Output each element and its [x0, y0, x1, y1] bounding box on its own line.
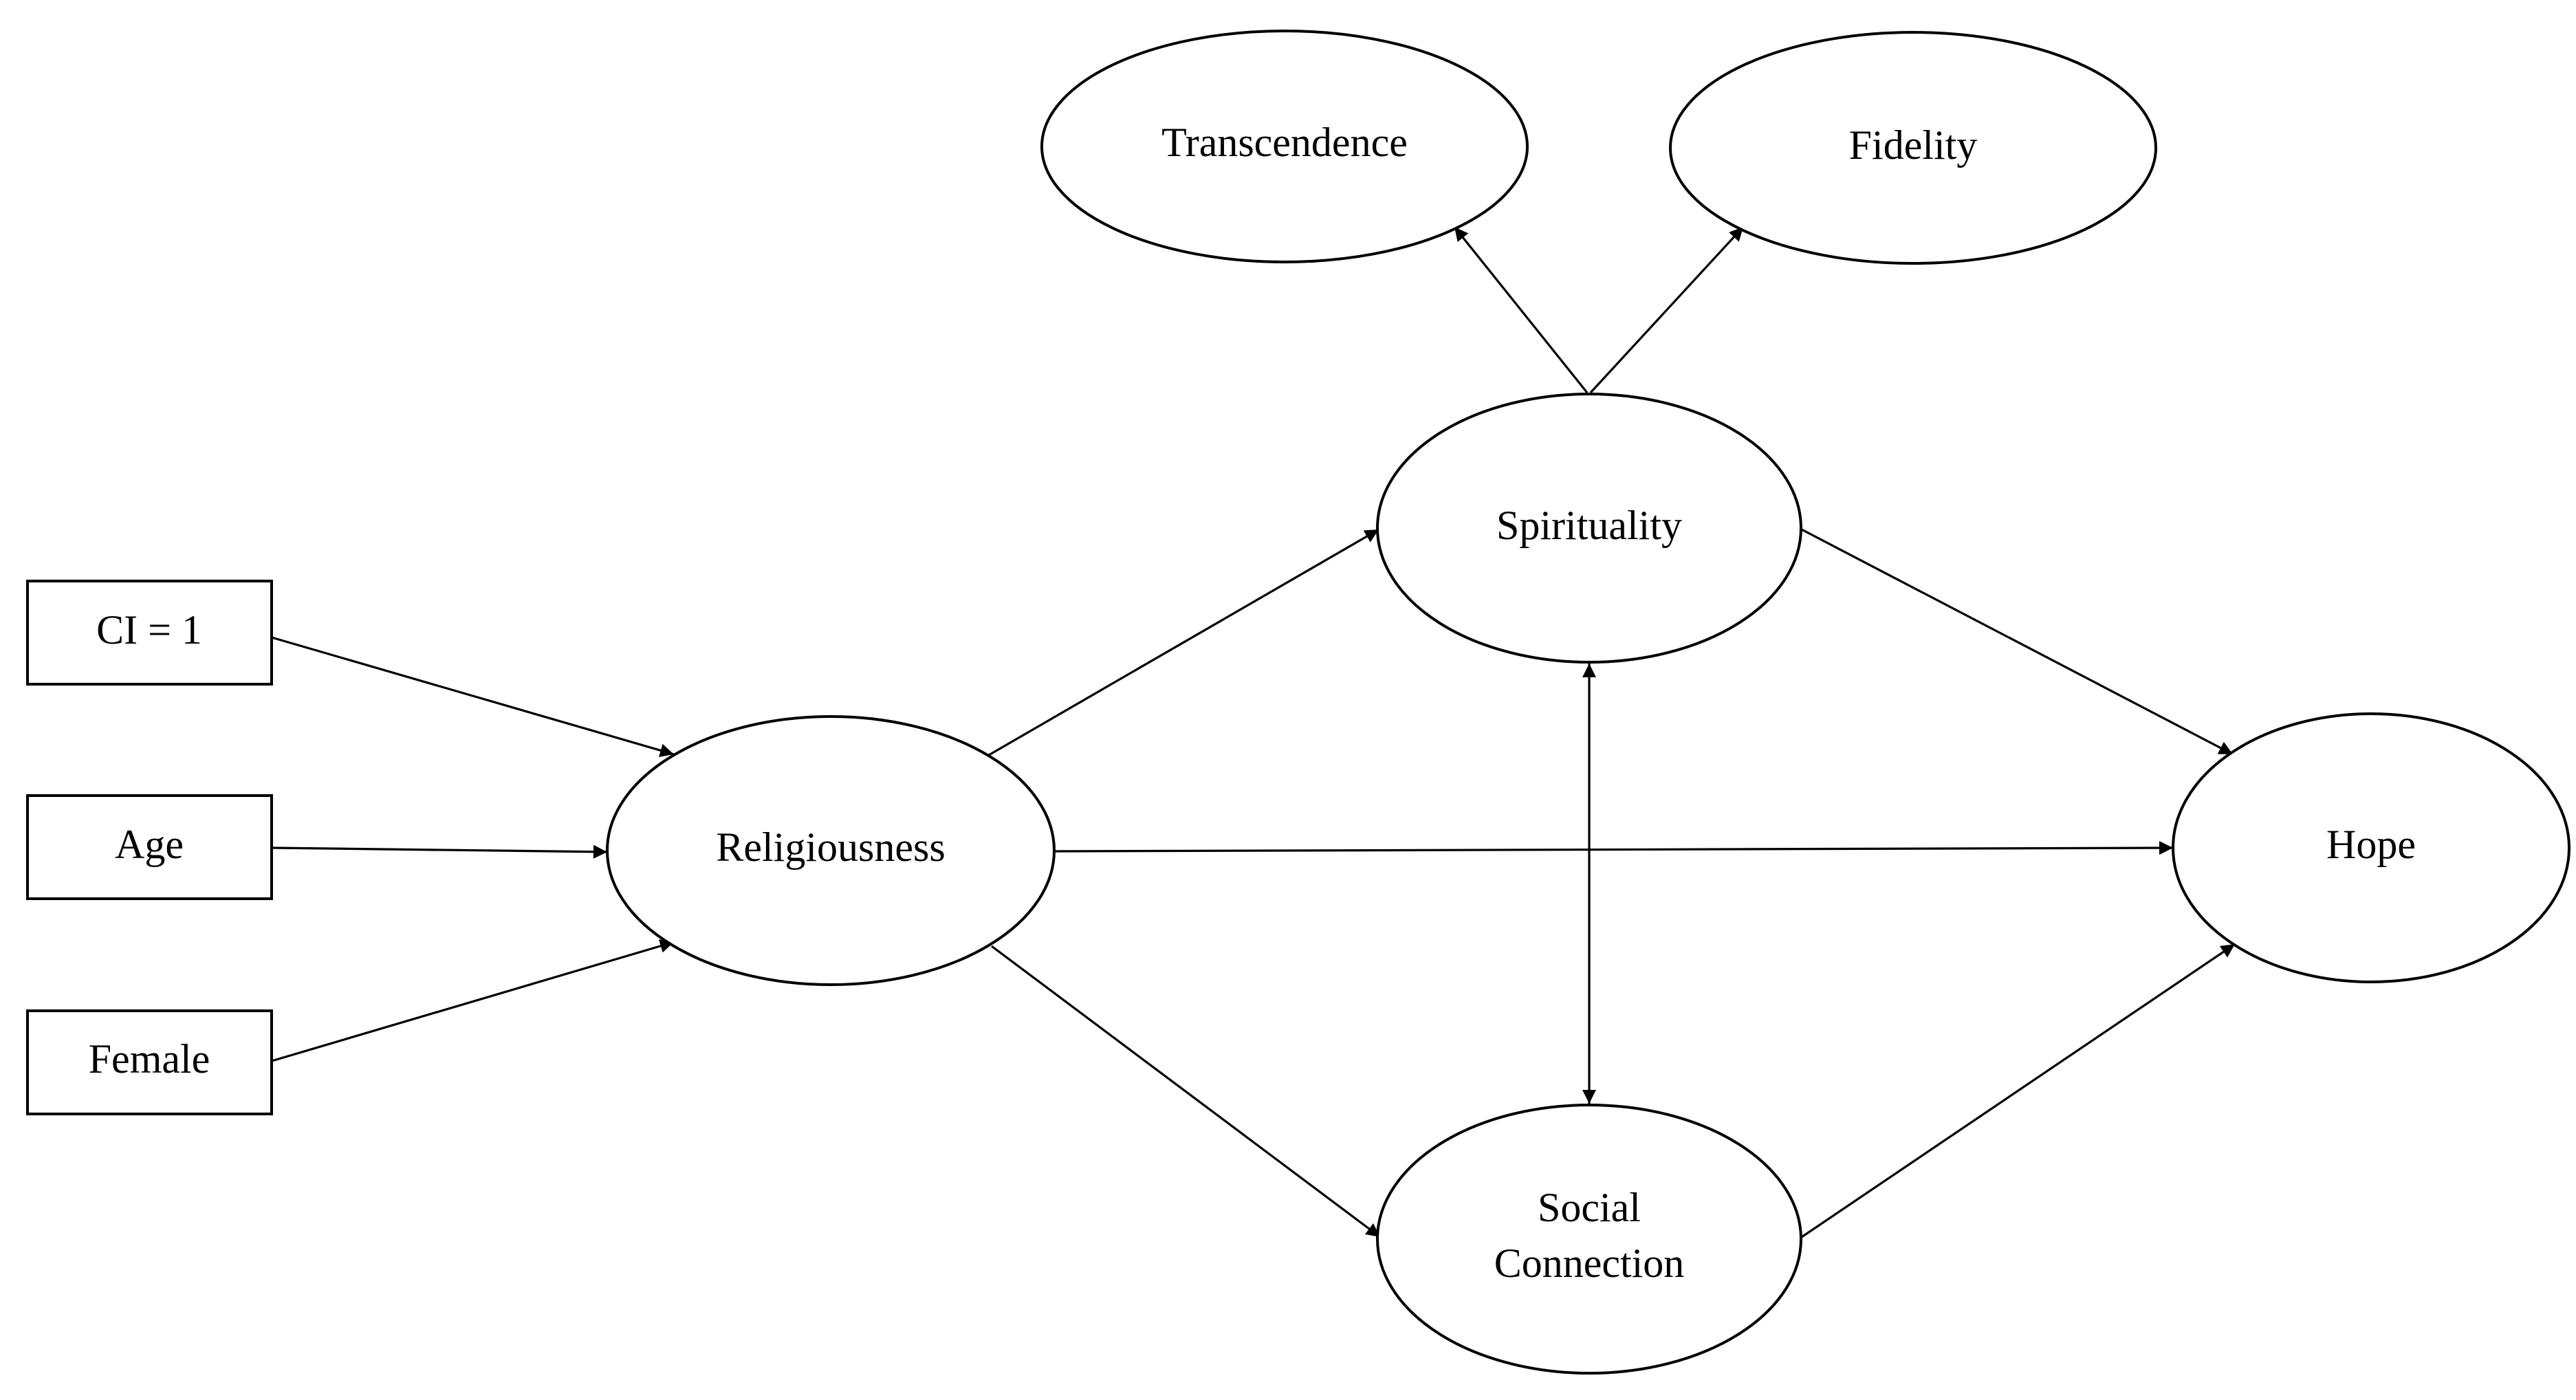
node-spirituality-label: Spirituality — [1496, 503, 1682, 548]
edge-religiousness-to-spirituality — [988, 528, 1379, 756]
node-transcendence: Transcendence — [1040, 30, 1529, 263]
node-fidelity-label: Fidelity — [1849, 122, 1978, 168]
node-age-box — [26, 794, 273, 900]
edge-spirituality-to-hope — [1801, 528, 2234, 756]
node-age: Age — [26, 794, 273, 900]
node-ci-label: CI = 1 — [96, 607, 202, 653]
node-hope-label: Hope — [2326, 822, 2416, 867]
node-religiousness-ellipse — [606, 715, 1056, 986]
node-transcendence-ellipse — [1040, 30, 1529, 263]
node-social-connection-label-line1: Social — [1538, 1185, 1641, 1230]
edge-female-to-religiousness — [271, 939, 675, 1062]
edge-age-to-religiousness — [271, 844, 608, 859]
node-religiousness-label: Religiousness — [716, 824, 945, 870]
node-ci: CI = 1 — [26, 580, 273, 686]
node-fidelity-ellipse — [1669, 31, 2157, 265]
node-religiousness: Religiousness — [606, 715, 1056, 986]
node-transcendence-label: Transcendence — [1161, 120, 1408, 165]
node-social-connection-label-line2: Connection — [1494, 1240, 1685, 1286]
node-fidelity: Fidelity — [1669, 31, 2157, 265]
node-social-connection: Social Connection — [1376, 1104, 1802, 1375]
edges — [271, 226, 2236, 1238]
edge-religiousness-to-hope — [1054, 841, 2174, 855]
edge-social-connection-to-hope — [1801, 943, 2236, 1238]
node-spirituality-ellipse — [1376, 393, 1802, 664]
node-spirituality: Spirituality — [1376, 393, 1802, 664]
edge-religiousness-to-social-connection — [991, 945, 1381, 1238]
node-social-connection-ellipse — [1376, 1104, 1802, 1375]
edge-ci-to-religiousness — [271, 636, 675, 758]
edge-spirituality-to-fidelity — [1589, 226, 1745, 394]
node-ci-box — [26, 580, 273, 686]
edge-spirituality-to-transcendence — [1453, 226, 1589, 394]
node-female: Female — [26, 1009, 273, 1115]
node-female-box — [26, 1009, 273, 1115]
node-age-label: Age — [115, 822, 184, 867]
node-female-label: Female — [89, 1036, 210, 1082]
node-hope-ellipse — [2172, 712, 2570, 983]
node-hope: Hope — [2172, 712, 2570, 983]
